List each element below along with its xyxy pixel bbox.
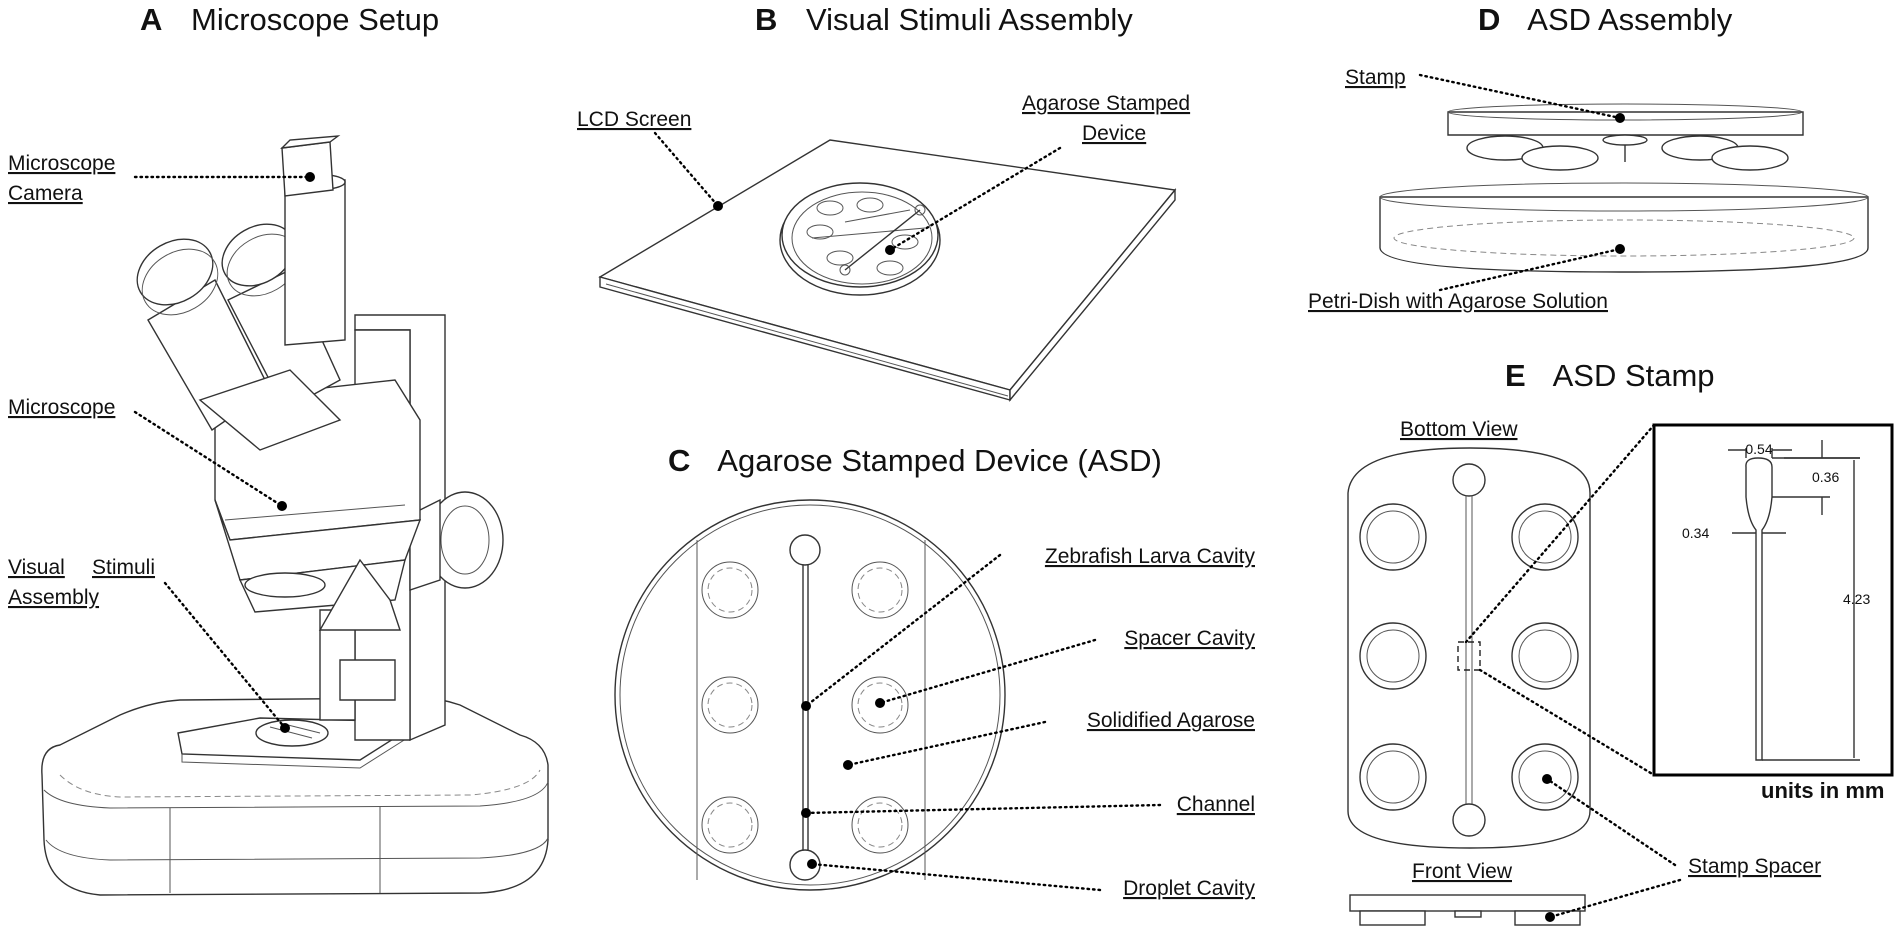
- panel-a: A Microscope Setup: [8, 2, 549, 896]
- panel-c-letter: C: [668, 443, 690, 478]
- panel-e-letter: E: [1505, 358, 1526, 393]
- label-channel: Channel: [1177, 793, 1255, 816]
- label-stamp: Stamp: [1345, 66, 1406, 89]
- label-stamp-spacer: Stamp Spacer: [1688, 855, 1821, 878]
- marker-stamp: [1615, 113, 1625, 123]
- marker-droplet-cavity: [807, 859, 817, 869]
- leader-vsa: [163, 581, 287, 730]
- marker-stamp-spacer-bottom: [1545, 912, 1555, 922]
- panel-b-title-text: Visual Stimuli Assembly: [806, 2, 1133, 37]
- marker-petri-dish: [1615, 244, 1625, 254]
- channel-detail-inset: 0.54 0.36 0.34 4.23: [1652, 423, 1894, 777]
- label-lcd-screen: LCD Screen: [577, 108, 691, 131]
- panel-b: B Visual Stimuli Assembly LCD Screen: [577, 2, 1190, 402]
- marker-stamp-spacer-top: [1542, 774, 1552, 784]
- asd-top-view: [614, 499, 1006, 891]
- stamp-bottom-view: [1347, 447, 1591, 849]
- label-microscope: Microscope: [8, 396, 115, 419]
- label-vsa-line1b: Stimuli: [92, 556, 155, 579]
- asd-assembly-drawing: [1379, 103, 1869, 273]
- panel-a-letter: A: [140, 2, 162, 37]
- dim-top-length: 0.36: [1812, 469, 1839, 485]
- panel-d-letter: D: [1478, 2, 1500, 37]
- label-vsa-line1: Visual: [8, 556, 65, 579]
- label-larva-cavity: Zebrafish Larva Cavity: [1045, 545, 1256, 568]
- marker-asd: [885, 245, 895, 255]
- zoom-line-top: [1464, 423, 1656, 644]
- panel-d-title-text: ASD Assembly: [1527, 2, 1733, 37]
- marker-spacer-cavity: [875, 698, 885, 708]
- dim-neck-width: 0.34: [1682, 525, 1709, 541]
- marker-vsa: [280, 723, 290, 733]
- leader-stamp: [1418, 73, 1622, 120]
- units-label: units in mm: [1761, 778, 1884, 803]
- leader-solidified-agarose: [846, 720, 1047, 767]
- panel-c-title-text: Agarose Stamped Device (ASD): [717, 443, 1162, 478]
- stamp-front-view: [1349, 894, 1586, 926]
- label-solidified-agarose: Solidified Agarose: [1087, 709, 1255, 732]
- panel-a-title: A Microscope Setup: [140, 2, 439, 37]
- label-microscope-camera-line1: Microscope: [8, 152, 115, 175]
- marker-lcd-screen: [713, 201, 723, 211]
- marker-microscope-camera: [305, 172, 315, 182]
- panel-e: E ASD Stamp Bottom View: [1347, 358, 1894, 926]
- leader-microscope: [133, 410, 284, 508]
- label-microscope-camera-line2: Camera: [8, 182, 83, 205]
- panel-b-letter: B: [755, 2, 777, 37]
- panel-d-title: D ASD Assembly: [1478, 2, 1733, 37]
- label-droplet-cavity: Droplet Cavity: [1123, 877, 1255, 900]
- lcd-screen-drawing: [598, 139, 1177, 402]
- label-petri-dish: Petri-Dish with Agarose Solution: [1308, 290, 1608, 313]
- dim-total-length: 4.23: [1843, 591, 1870, 607]
- label-spacer-cavity: Spacer Cavity: [1124, 627, 1255, 650]
- marker-solidified-agarose: [843, 760, 853, 770]
- panel-d: D ASD Assembly Stamp Petri-Dish with Aga…: [1308, 2, 1869, 313]
- leader-stamp-spacer-bottom: [1548, 878, 1682, 919]
- leader-lcd-screen: [653, 131, 720, 208]
- panel-a-title-text: Microscope Setup: [191, 2, 439, 37]
- panel-e-title-text: ASD Stamp: [1553, 358, 1715, 393]
- leader-droplet-cavity: [810, 862, 1102, 892]
- panel-c: C Agarose Stamped Device (ASD) Ze: [614, 443, 1256, 900]
- label-asd-line1: Agarose Stamped: [1022, 92, 1190, 115]
- label-bottom-view: Bottom View: [1400, 418, 1518, 441]
- leader-stamp-spacer-top: [1545, 777, 1677, 867]
- panel-b-title: B Visual Stimuli Assembly: [755, 2, 1133, 37]
- leader-larva-cavity: [804, 553, 1002, 708]
- microscope-drawing: [41, 135, 549, 896]
- panel-c-title: C Agarose Stamped Device (ASD): [668, 443, 1162, 478]
- leader-petri-dish: [1438, 247, 1622, 292]
- marker-larva-cavity: [801, 701, 811, 711]
- zoom-line-bottom: [1478, 668, 1656, 777]
- dim-top-width: 0.54: [1745, 441, 1772, 457]
- label-asd-line2: Device: [1082, 122, 1146, 145]
- marker-channel: [801, 808, 811, 818]
- label-front-view: Front View: [1412, 860, 1513, 883]
- leader-channel: [804, 803, 1162, 815]
- panel-e-title: E ASD Stamp: [1505, 358, 1715, 393]
- leader-asd: [888, 146, 1062, 252]
- marker-microscope: [277, 501, 287, 511]
- label-vsa-line2: Assembly: [8, 586, 100, 609]
- leader-spacer-cavity: [878, 638, 1097, 705]
